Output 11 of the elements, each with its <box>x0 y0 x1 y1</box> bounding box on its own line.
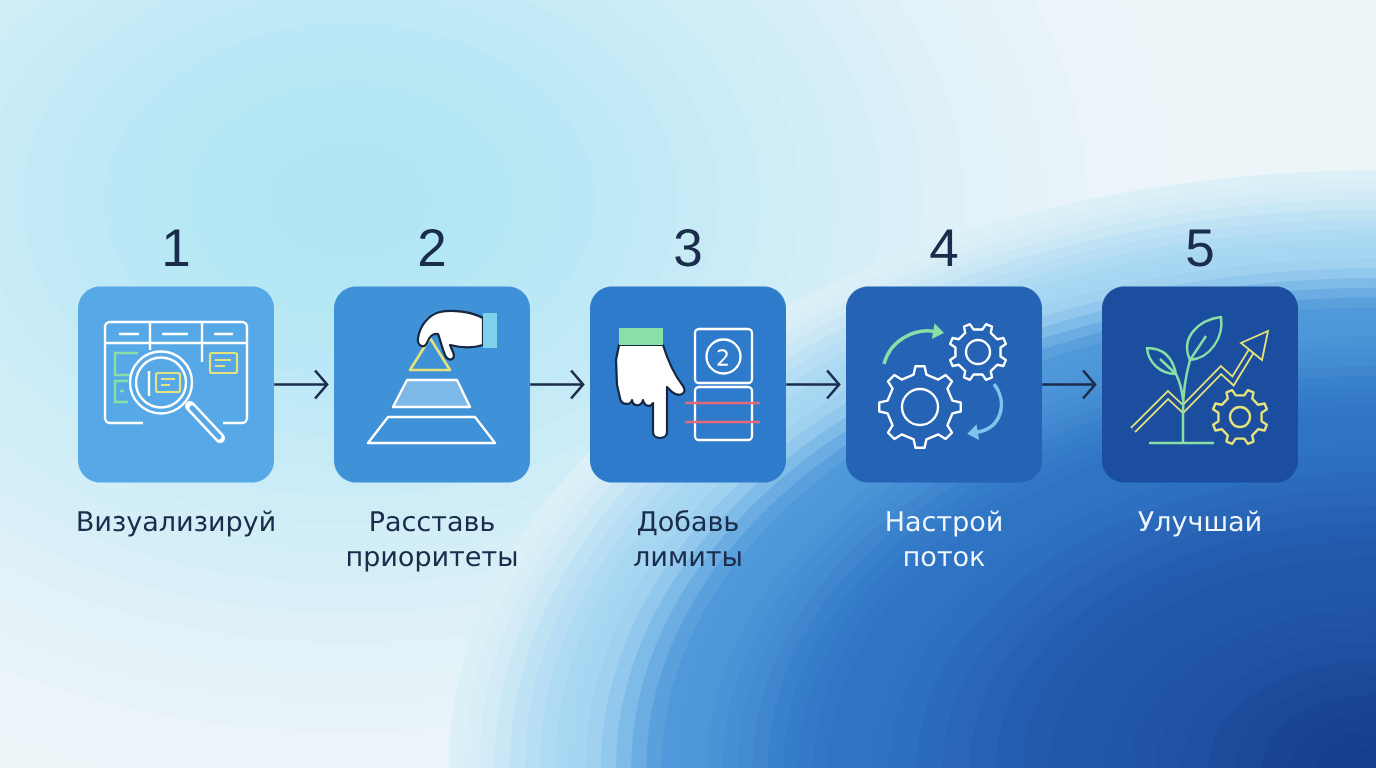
step-number: 2 <box>419 229 445 266</box>
step-caption: Улучшай <box>1138 510 1260 537</box>
step-caption: Добавь лимиты <box>634 510 741 566</box>
step-number: 3 <box>675 229 701 267</box>
step-caption: Настрой поток <box>887 510 1001 567</box>
card-number: 2 <box>717 349 728 366</box>
step-number: 5 <box>1187 229 1213 267</box>
step-number: 1 <box>165 229 189 266</box>
step-caption: Расставь приоритеты <box>348 511 517 572</box>
step-caption: Визуализируй <box>78 510 274 537</box>
step-number: 4 <box>930 229 958 266</box>
